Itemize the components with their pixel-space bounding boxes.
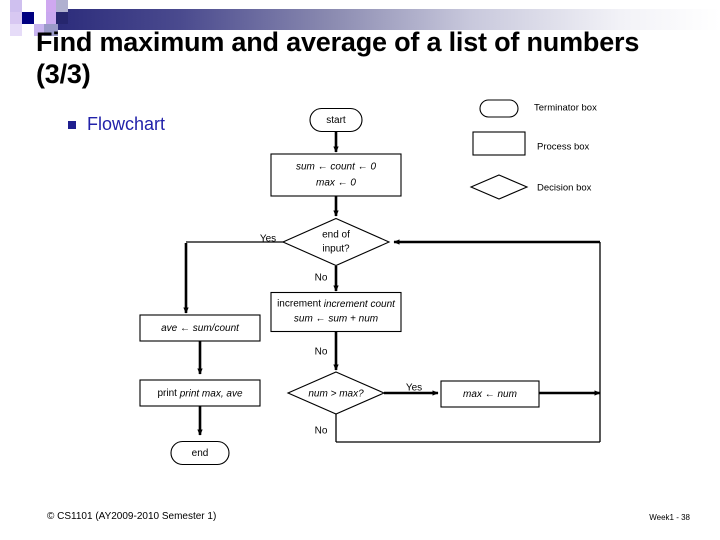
edge-label-yes-endinput: Yes xyxy=(260,234,276,245)
flowchart-edge-labels: Yes No No Yes No xyxy=(260,234,422,437)
node-end-label: end xyxy=(192,448,209,459)
node-print-label: print print max, ave xyxy=(157,388,242,399)
decoration-square xyxy=(46,12,58,24)
node-end-of-input[interactable]: end of input? xyxy=(281,217,391,267)
node-end-of-input-line2: input? xyxy=(322,244,350,255)
flowchart-nodes: start sum ← count ← 0 max ← 0 end of inp… xyxy=(139,107,540,466)
legend-process-icon xyxy=(472,131,526,156)
header-gradient-bar xyxy=(0,9,720,30)
decision-shape xyxy=(281,217,391,267)
page-title: Find maximum and average of a list of nu… xyxy=(36,27,640,89)
decoration-square xyxy=(34,12,46,24)
node-print-vars: print max, ave xyxy=(179,388,243,399)
decoration-square xyxy=(10,24,22,36)
node-print[interactable]: print print max, ave xyxy=(139,379,261,407)
edge-label-no-endinput: No xyxy=(315,273,328,284)
node-increment[interactable]: increment increment count sum ← sum + nu… xyxy=(270,291,402,333)
node-increment-var1: increment count xyxy=(324,299,396,310)
decoration-square xyxy=(22,24,34,36)
legend-terminator-icon xyxy=(479,99,519,118)
node-increment-line1: increment increment count xyxy=(277,299,396,310)
decoration-square xyxy=(34,24,46,36)
node-max-assign-num-label: max ← num xyxy=(463,389,517,400)
node-num-gt-max-label: num > max? xyxy=(308,389,364,400)
decoration-square xyxy=(56,0,68,12)
node-start-label: start xyxy=(326,115,346,126)
decoration-square xyxy=(10,12,22,24)
process-shape xyxy=(270,153,402,197)
node-init[interactable]: sum ← count ← 0 max ← 0 xyxy=(270,153,402,197)
decoration-square xyxy=(56,12,68,24)
bullet-square-icon xyxy=(68,120,76,129)
terminator-shape xyxy=(309,107,363,133)
node-init-line2: max ← 0 xyxy=(316,178,356,189)
legend-item-terminator: Terminator box xyxy=(479,99,597,118)
decoration-square xyxy=(44,24,56,36)
node-end-of-input-line1: end of xyxy=(322,230,350,241)
footer-copyright: © CS1101 (AY2009-2010 Semester 1) xyxy=(47,511,217,522)
process-shape xyxy=(139,379,261,407)
process-shape xyxy=(270,291,402,333)
node-max-assign-num[interactable]: max ← num xyxy=(440,380,540,408)
node-end[interactable]: end xyxy=(170,440,230,466)
legend: Terminator box Process box Decision box xyxy=(469,99,597,200)
node-ave-assign[interactable]: ave ← sum/count xyxy=(139,314,261,342)
decoration-square xyxy=(22,0,34,12)
flowchart-edges: left, down into ave --> increment --> ma… xyxy=(183,132,601,443)
bullet-row: Flowchart xyxy=(68,114,165,135)
terminator-shape xyxy=(170,440,230,466)
process-shape xyxy=(440,380,540,408)
node-init-line1: sum ← count ← 0 xyxy=(296,162,376,173)
decoration-square xyxy=(10,0,22,12)
legend-process-label: Process box xyxy=(537,142,590,153)
decoration-square xyxy=(22,12,34,24)
legend-decision-label: Decision box xyxy=(537,183,592,194)
node-start[interactable]: start xyxy=(309,107,363,133)
decision-shape xyxy=(286,371,386,415)
edge-label-yes-nummax: Yes xyxy=(406,383,422,394)
legend-item-decision: Decision box xyxy=(469,174,592,200)
edge-label-no-increment: No xyxy=(315,347,328,358)
decoration-square xyxy=(34,0,46,12)
node-num-gt-max[interactable]: num > max? xyxy=(286,371,386,415)
legend-item-process: Process box xyxy=(472,131,590,156)
process-shape xyxy=(139,314,261,342)
node-ave-assign-label: ave ← sum/count xyxy=(161,323,240,334)
bullet-item-label: Flowchart xyxy=(87,114,166,134)
decoration-square xyxy=(46,0,58,12)
decoration-square-grid xyxy=(10,0,68,36)
legend-terminator-label: Terminator box xyxy=(534,103,597,114)
footer-page-number: Week1 - 38 xyxy=(649,513,690,522)
legend-decision-icon xyxy=(469,174,529,200)
edge-label-no-nummax: No xyxy=(315,426,328,437)
node-increment-line2: sum ← sum + num xyxy=(294,314,378,325)
